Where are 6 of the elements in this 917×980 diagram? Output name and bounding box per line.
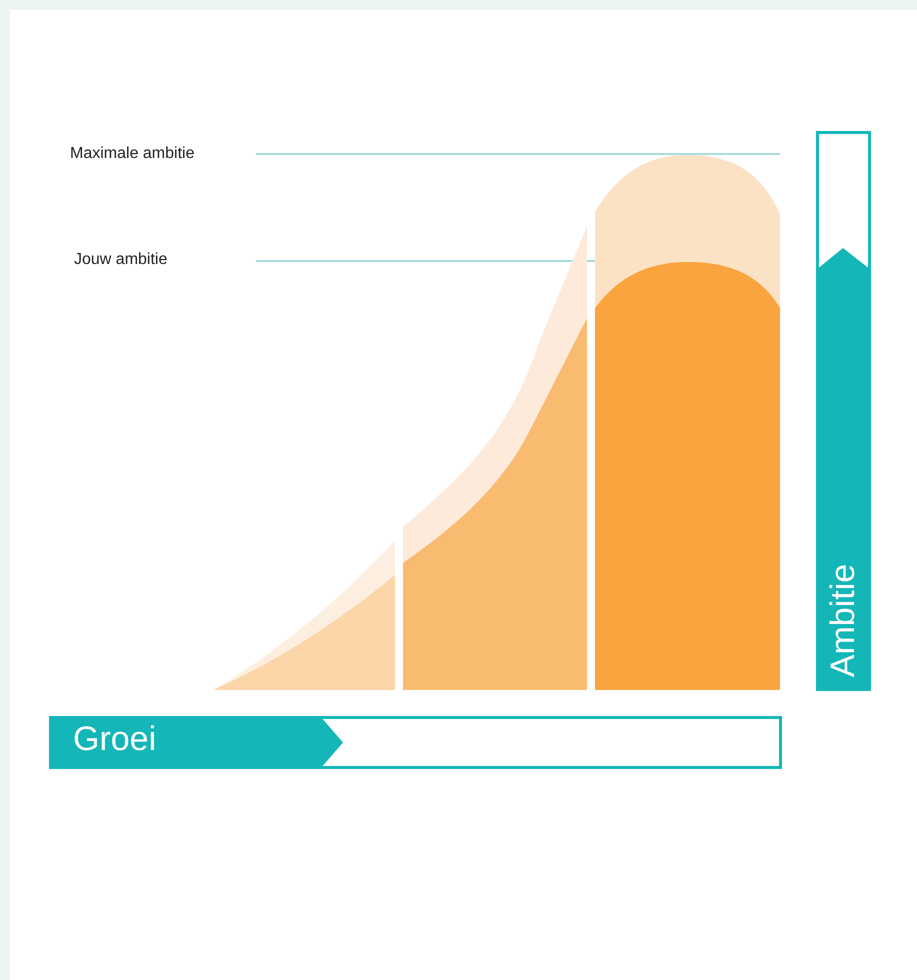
level-label: Maximale ambitie <box>70 145 194 163</box>
level-label: Jouw ambitie <box>74 251 168 269</box>
bar-label: Groei <box>73 720 156 759</box>
progress-bar <box>49 716 782 769</box>
progress-bar <box>816 131 871 691</box>
bar-label: Ambitie <box>824 564 864 678</box>
